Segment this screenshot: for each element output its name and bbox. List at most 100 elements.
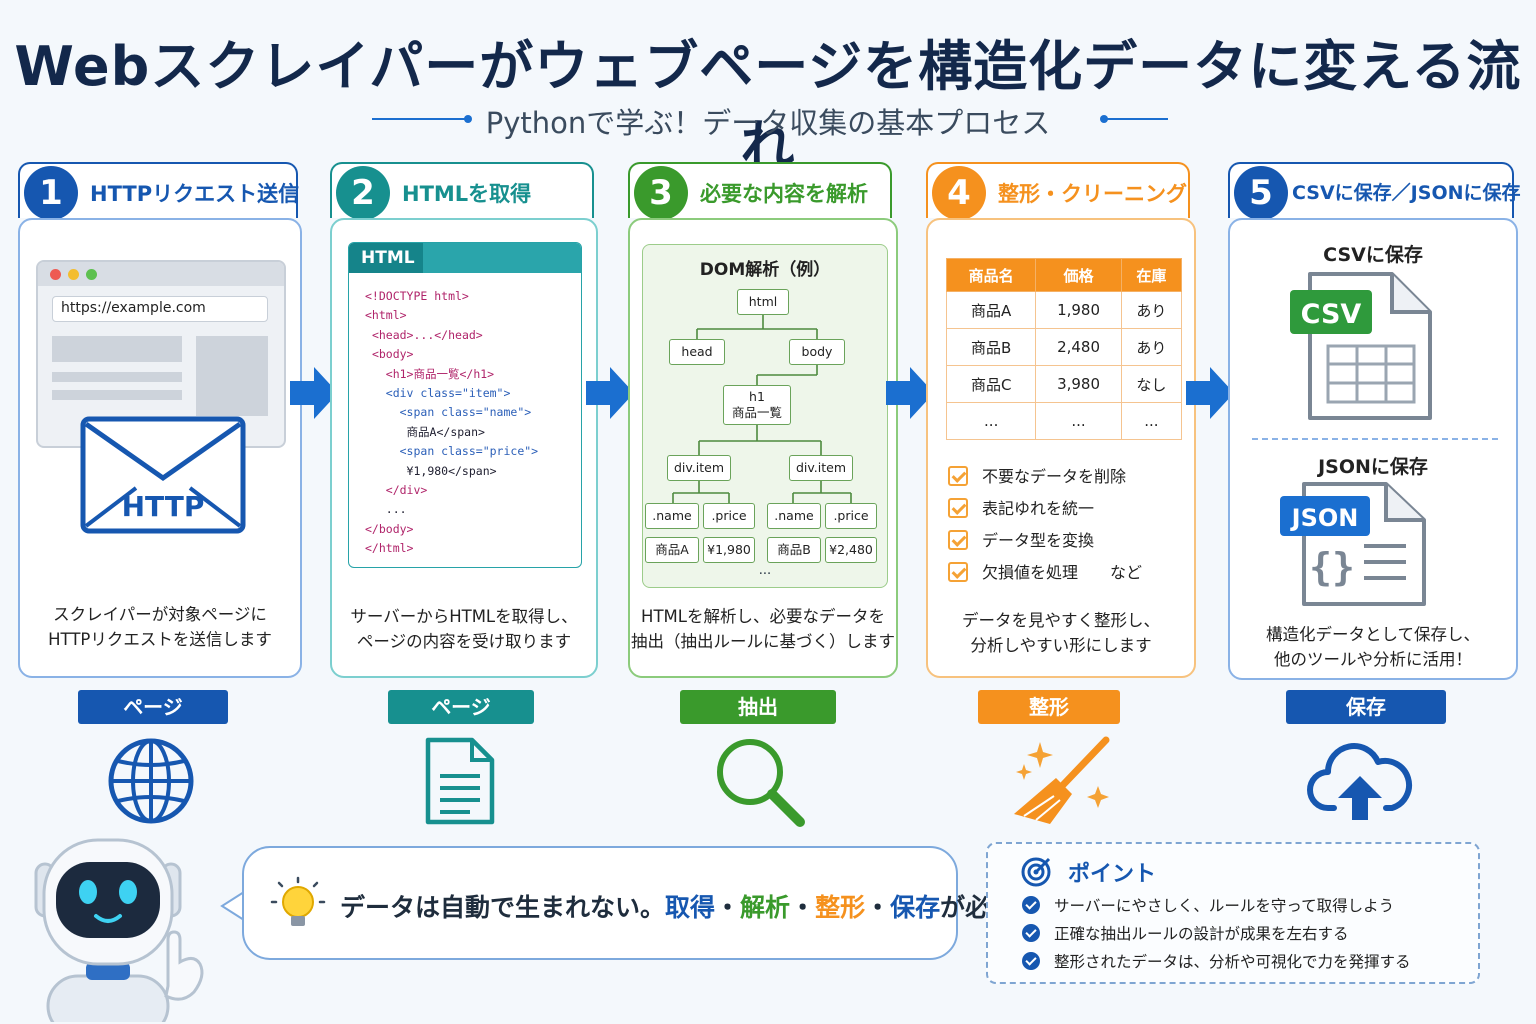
placeholder-image <box>196 336 268 416</box>
step-3-title: 必要な内容を解析 <box>700 182 868 206</box>
step-3-description: HTMLを解析し、必要なデータを 抽出（抽出ルールに基づく）します <box>630 604 896 654</box>
dom-value-price-1: ¥1,980 <box>703 537 755 563</box>
table-row: 商品B 2,480 あり <box>945 328 1183 366</box>
table-cell: ... <box>1035 402 1122 440</box>
checklist-label: 表記ゆれを統一 <box>982 499 1095 518</box>
subtitle: Pythonで学ぶ！データ収集の基本プロセス <box>485 106 1051 140</box>
table-cell: なし <box>1120 365 1183 403</box>
subtitle-right-dot <box>1100 115 1108 123</box>
html-code: <!DOCTYPE html> <html> <head>...</head> … <box>365 287 538 559</box>
code-line: </body> <box>365 521 414 536</box>
key-message-part: データは自動で生まれない。 <box>340 893 666 922</box>
check-circle-icon <box>1022 952 1040 970</box>
code-line: ... <box>385 502 407 517</box>
dom-value-price-2: ¥2,480 <box>825 537 877 563</box>
step-5-desc-line2: 他のツールや分析に活用！ <box>1274 650 1472 669</box>
step-4-desc-line1: データを見やすく整形し、 <box>962 611 1160 630</box>
step-2-desc-line1: サーバーからHTMLを取得し、 <box>350 607 578 626</box>
checklist-item: 欠損値を処理 など <box>948 562 1142 594</box>
envelope-icon: HTTP <box>80 416 246 534</box>
table-header: 商品名 <box>945 258 1037 292</box>
step-5-description: 構造化データとして保存し、 他のツールや分析に活用！ <box>1230 622 1516 672</box>
cleaning-checklist: 不要なデータを削除 表記ゆれを統一 データ型を変換 欠損値を処理 など <box>948 466 1142 594</box>
table-cell: 商品C <box>945 365 1037 403</box>
dom-node-price-2: .price <box>825 503 877 529</box>
checkbox-icon <box>948 562 968 582</box>
dom-tree-panel: DOM解析（例） <box>642 244 888 588</box>
step-2-header: 2 HTMLを取得 <box>330 162 594 220</box>
dom-h1-text: 商品一覧 <box>731 405 782 420</box>
step-5-header: 5 CSVに保存／JSONに保存 <box>1228 162 1521 220</box>
placeholder-block <box>52 336 182 362</box>
step-4-card: 商品名 価格 在庫 商品A 1,980 あり 商品B 2,480 あり 商品C … <box>926 218 1196 678</box>
step-1-title: HTTPリクエスト送信 <box>90 182 300 206</box>
step-5-card: CSVに保存 CSV JSONに保存 {} JSON <box>1228 218 1518 680</box>
step-4-description: データを見やすく整形し、 分析しやすい形にします <box>928 608 1194 658</box>
point-item: 整形されたデータは、分析や可視化で力を発揮する <box>1054 953 1411 971</box>
step-4-header: 4 整形・クリーニング <box>926 162 1190 220</box>
browser-titlebar <box>38 262 284 286</box>
check-circle-icon <box>1022 896 1040 914</box>
table-row: 商品A 1,980 あり <box>945 291 1183 329</box>
product-table: 商品名 価格 在庫 商品A 1,980 あり 商品B 2,480 あり 商品C … <box>945 258 1183 440</box>
code-line: 商品A</span> <box>406 424 485 439</box>
step-1-description: スクレイパーが対象ページに HTTPリクエストを送信します <box>20 602 300 652</box>
step-3-label: 抽出 <box>680 690 836 724</box>
globe-icon <box>108 738 194 824</box>
browser-close-dot <box>50 269 61 280</box>
step-2-card: HTML <!DOCTYPE html> <html> <head>...</h… <box>330 218 598 678</box>
code-header: HTML <box>349 243 581 273</box>
step-3-desc-line2: 抽出（抽出ルールに基づく）します <box>631 632 895 651</box>
table-cell: 商品A <box>945 291 1037 329</box>
table-cell: 3,980 <box>1035 365 1122 403</box>
step-1-desc-line1: スクレイパーが対象ページに <box>53 605 267 624</box>
table-cell: あり <box>1120 328 1183 366</box>
code-line: <body> <box>371 347 414 362</box>
html-code-panel: HTML <!DOCTYPE html> <html> <head>...</h… <box>348 242 582 568</box>
subtitle-row: Pythonで学ぶ！データ収集の基本プロセス <box>0 100 1536 140</box>
checklist-label: データ型を変換 <box>982 531 1095 550</box>
step-2-title: HTMLを取得 <box>402 182 532 206</box>
dom-node-html: html <box>737 289 789 315</box>
keyword-fetch: 取得 <box>665 893 716 922</box>
step-1-card: https://example.com HTTP スクレイパーが対象ページに H… <box>18 218 302 678</box>
table-cell: ... <box>945 402 1037 440</box>
step-5-desc-line1: 構造化データとして保存し、 <box>1265 625 1480 644</box>
point-item: 正確な抽出ルールの設計が成果を左右する <box>1054 925 1349 943</box>
code-line: <span class="name"> <box>399 405 532 420</box>
table-header-row: 商品名 価格 在庫 <box>945 258 1183 292</box>
message-bubble: データは自動で生まれない。取得・解析・整形・保存が必要 <box>242 846 1015 960</box>
subtitle-left-line <box>372 118 468 120</box>
browser-max-dot <box>86 269 97 280</box>
separator: ・ <box>865 893 891 922</box>
checklist-item: 表記ゆれを統一 <box>948 498 1142 530</box>
code-line: </html> <box>365 541 414 556</box>
step-1-label: ページ <box>78 690 228 724</box>
broom-icon <box>1014 736 1110 824</box>
checkbox-icon <box>948 498 968 518</box>
magnifier-icon <box>717 739 805 827</box>
main-title: Webスクレイパーがウェブページを構造化データに変える流れ <box>14 35 1522 177</box>
code-line: <head>...</head> <box>371 327 483 342</box>
keyword-save: 保存 <box>890 893 941 922</box>
checklist-label: 不要なデータを削除 <box>982 467 1127 486</box>
placeholder-line <box>52 372 182 382</box>
dom-value-name-2: 商品B <box>767 537 821 563</box>
code-line: <h1>商品一覧</h1> <box>385 366 495 381</box>
table-cell: ... <box>1120 402 1183 440</box>
dom-node-div-item-2: div.item <box>789 455 853 481</box>
arrow-2-icon <box>586 367 634 419</box>
dom-h1-tag: h1 <box>749 389 765 404</box>
step-2-label: ページ <box>388 690 534 724</box>
csv-badge: CSV <box>1301 299 1362 330</box>
arrow-1-icon <box>290 367 338 419</box>
step-5-number: 5 <box>1234 166 1288 220</box>
dom-node-price-1: .price <box>703 503 755 529</box>
document-icon <box>425 737 495 825</box>
dom-node-div-item-1: div.item <box>667 455 731 481</box>
table-cell: 2,480 <box>1035 328 1122 366</box>
separator: ・ <box>790 893 816 922</box>
json-badge: JSON <box>1290 504 1359 532</box>
checklist-item: データ型を変換 <box>948 530 1142 562</box>
placeholder-line <box>52 390 182 400</box>
